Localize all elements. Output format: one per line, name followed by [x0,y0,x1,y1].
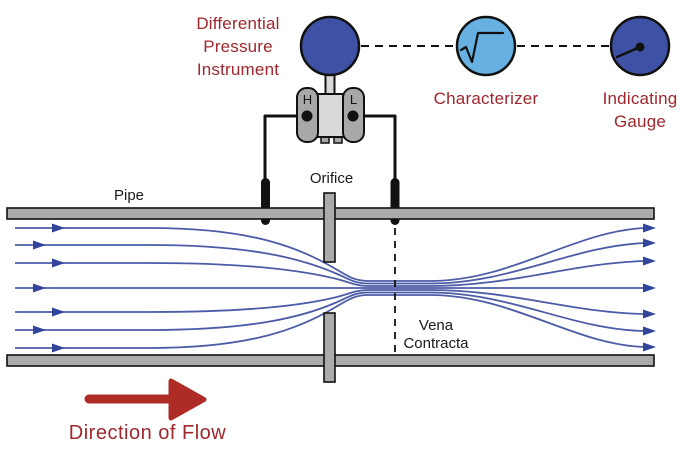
low-port-dot [347,110,359,122]
high-port-label: H [302,92,313,107]
flow-streamlines [15,227,646,349]
streamline-arrowheads-inlet [33,223,65,353]
dp-instrument-label: Differential Pressure Instrument [196,14,280,79]
orifice-plate-bottom [323,312,336,383]
gauge-needle-icon [615,42,645,59]
characterizer-label: Characterizer [433,89,539,108]
flow-direction-arrow-icon [84,378,207,421]
impulse-tubing [263,114,397,180]
orifice-plate-top [323,192,336,263]
orifice-plate [323,192,336,383]
indicating-gauge-circle [609,15,671,77]
dp-instrument-circle [299,15,361,77]
orifice-label: Orifice [309,170,354,187]
streamline-arrowheads-outlet [643,223,656,352]
high-port-dot [301,110,313,122]
characterizer-circle [455,15,517,77]
square-root-icon [459,31,505,64]
vena-contracta-label: Vena Contracta [403,317,469,352]
direction-of-flow-label: Direction of Flow [68,422,227,444]
low-port-label: L [349,92,358,107]
indicating-gauge-label: Indicating Gauge [602,89,678,131]
dp-transmitter [296,68,365,144]
transmitter-center-body [316,93,345,138]
pipe-label: Pipe [113,187,145,204]
